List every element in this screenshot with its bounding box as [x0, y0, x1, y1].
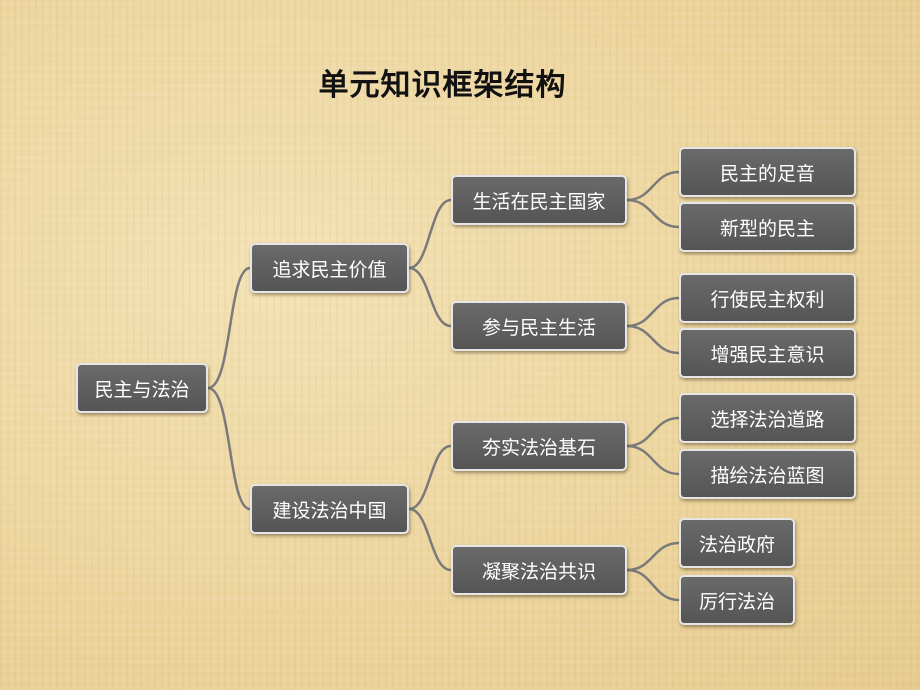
node-democracy: 追求民主价值: [250, 243, 409, 293]
connector-law-to-foundation: [408, 444, 452, 511]
node-rule-of-law: 建设法治中国: [250, 484, 409, 534]
node-law-government: 法治政府: [679, 518, 795, 568]
node-choose-path: 选择法治道路: [679, 393, 856, 443]
node-participate-democracy: 参与民主生活: [451, 301, 627, 351]
connector-participate-to-a: [626, 296, 680, 328]
connector-consensus-to-a: [626, 541, 680, 572]
node-draw-blueprint: 描绘法治蓝图: [679, 449, 856, 499]
root-connectors: [207, 266, 251, 511]
connector-foundation-to-b: [626, 444, 680, 476]
node-law-consensus: 凝聚法治共识: [451, 545, 627, 595]
connector-foundation-to-a: [626, 416, 680, 448]
connector-live-to-b: [626, 198, 680, 229]
node-footsteps-of-democracy: 民主的足音: [679, 147, 856, 197]
connector-live-to-a: [626, 170, 680, 202]
level2-connectors: [626, 170, 680, 602]
node-enhance-awareness: 增强民主意识: [679, 328, 856, 378]
node-live-in-democracy: 生活在民主国家: [451, 175, 627, 225]
connector-consensus-to-b: [626, 568, 680, 602]
node-practice-law: 厉行法治: [679, 575, 795, 625]
node-root: 民主与法治: [76, 363, 208, 413]
connector-law-to-consensus: [408, 507, 452, 572]
node-new-democracy: 新型的民主: [679, 202, 856, 252]
node-exercise-rights: 行使民主权利: [679, 273, 856, 323]
page-title: 单元知识框架结构: [318, 68, 567, 103]
connector-democracy-to-participate: [408, 266, 452, 328]
node-law-foundation: 夯实法治基石: [451, 421, 627, 471]
connector-root-to-rule-of-law: [207, 386, 251, 511]
level1-connectors: [408, 198, 452, 572]
connector-participate-to-b: [626, 324, 680, 355]
connector-democracy-to-live: [408, 198, 452, 270]
connector-root-to-democracy: [207, 266, 251, 390]
